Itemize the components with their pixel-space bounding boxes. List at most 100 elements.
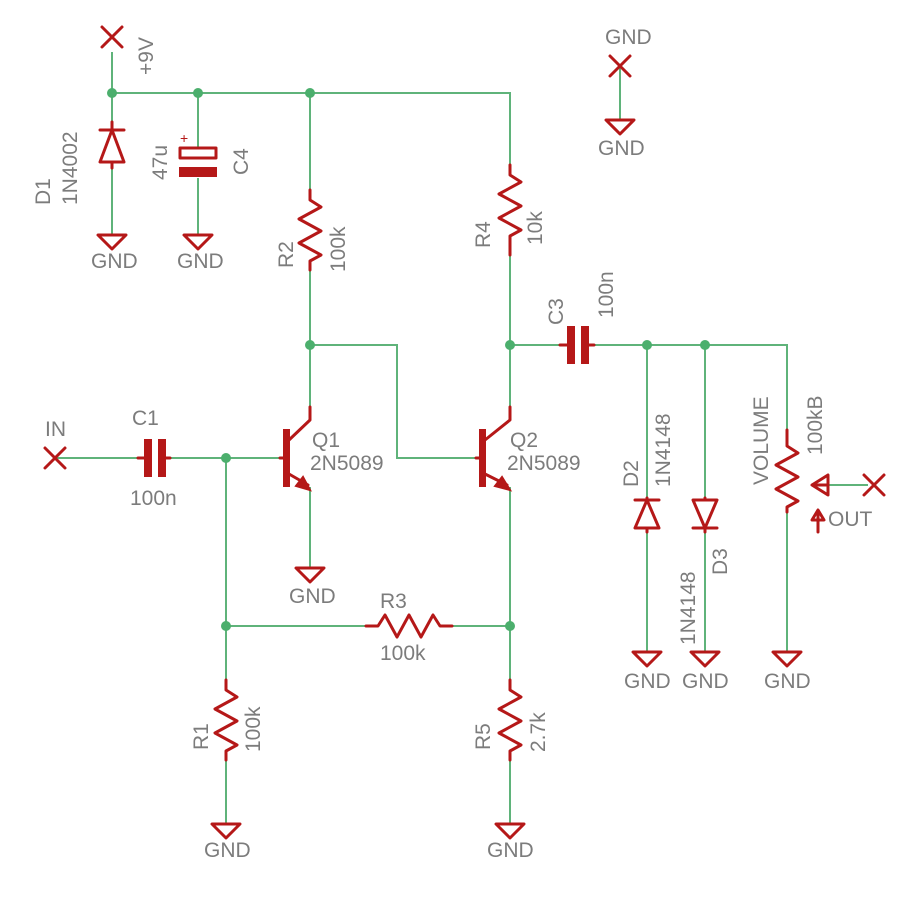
emitter-arrow-icon: [294, 475, 313, 492]
capacitor-plate: [144, 439, 152, 477]
port-x-marker: [608, 54, 632, 78]
capacitor-c3[interactable]: C3 100n: [545, 271, 618, 364]
capacitor-plate: [567, 326, 575, 364]
capacitor-plate: [158, 439, 166, 477]
transistor-q1[interactable]: Q1 2N5089: [278, 405, 384, 492]
component-value: 2N5089: [507, 452, 581, 475]
junction-dot: [221, 453, 231, 463]
junction-dot: [700, 340, 710, 350]
port-x-marker: [43, 446, 67, 470]
component-ref: C4: [230, 148, 253, 175]
component-ref: D2: [620, 460, 643, 487]
ground-icon: [771, 650, 803, 668]
component-value: 2N5089: [310, 452, 384, 475]
potentiometer-volume[interactable]: VOLUME 100kB: [750, 395, 830, 534]
potentiometer-icon: [774, 428, 800, 514]
component-ref: R2: [275, 241, 298, 268]
output-label: OUT: [828, 508, 873, 531]
component-value: 47u: [149, 145, 172, 180]
port-9v[interactable]: +9V: [100, 25, 158, 75]
component-value: 100n: [595, 271, 618, 318]
ground-icon: [631, 650, 663, 668]
diode-d1[interactable]: D1 1N4002: [32, 120, 126, 205]
resistor-icon: [213, 678, 239, 762]
junction-dot: [505, 621, 515, 631]
component-ref: VOLUME: [750, 396, 773, 485]
junction-dot: [193, 88, 203, 98]
adjust-arrow-icon: [810, 508, 826, 534]
polarity-mark: +: [180, 130, 188, 146]
component-value: 1N4148: [677, 571, 700, 645]
component-ref: C3: [545, 298, 568, 325]
resistor-r3[interactable]: R3 100k: [364, 590, 454, 665]
component-value: 100kB: [804, 395, 827, 455]
ground-icon: [494, 822, 526, 840]
component-ref: D3: [709, 548, 732, 575]
transistor-collector: [483, 405, 512, 442]
wire-q1c-to-q2b: [310, 344, 476, 459]
component-ref: D1: [32, 178, 55, 205]
resistor-icon: [497, 678, 523, 762]
transistor-base-bar: [283, 429, 290, 487]
port-output[interactable]: OUT: [828, 473, 886, 531]
capacitor-plate: [581, 326, 589, 364]
junction-dot: [642, 340, 652, 350]
diode-icon: [98, 120, 126, 170]
ground-icon: [182, 233, 214, 251]
junction-dot: [505, 340, 515, 350]
gnd-label: GND: [682, 670, 729, 693]
component-ref: R4: [472, 221, 495, 248]
component-ref: Q1: [312, 429, 340, 452]
junction-dot: [305, 88, 315, 98]
gnd-label: GND: [624, 670, 671, 693]
gnd-label: GND: [764, 670, 811, 693]
junction-dot: [107, 88, 117, 98]
gnd-label: GND: [289, 585, 336, 608]
port-x-marker: [100, 25, 124, 49]
capacitor-plate: [178, 146, 218, 160]
diode-d2[interactable]: D2 1N4148: [620, 413, 675, 534]
component-value: 2.7k: [527, 712, 550, 752]
component-value: 10k: [524, 211, 547, 245]
resistor-icon: [497, 163, 523, 257]
ground-icon: [294, 566, 326, 584]
component-value: 100k: [327, 226, 350, 272]
component-value: 100k: [380, 642, 426, 665]
junction-dot: [221, 621, 231, 631]
resistor-r2[interactable]: R2 100k: [275, 188, 350, 272]
gnd-label: GND: [91, 250, 138, 273]
junction-dot: [305, 340, 315, 350]
component-value: 100n: [130, 487, 177, 510]
capacitor-c4[interactable]: + 47u C4: [149, 130, 253, 180]
emitter-arrow-icon: [493, 475, 513, 492]
component-ref: R5: [472, 723, 495, 750]
junctions: [107, 88, 710, 631]
component-ref: R1: [190, 723, 213, 750]
ground-symbols: GND GND GND GND GND GND GND GND: [91, 233, 811, 862]
resistor-icon: [297, 188, 323, 272]
gnd-label: GND: [177, 250, 224, 273]
ground-icon: [210, 822, 242, 840]
resistor-r5[interactable]: R5 2.7k: [472, 678, 550, 762]
gnd-label: GND: [598, 137, 645, 160]
resistor-icon: [364, 613, 454, 639]
port-x-marker: [862, 473, 886, 497]
resistor-r4[interactable]: R4 10k: [472, 163, 547, 257]
gnd-label: GND: [487, 839, 534, 862]
component-ref: Q2: [510, 429, 538, 452]
transistor-base-bar: [479, 429, 486, 487]
ground-icon: [604, 118, 636, 136]
diode-d3[interactable]: 1N4148 D3: [677, 496, 732, 645]
capacitor-c1[interactable]: C1 100n: [130, 407, 177, 510]
port-input[interactable]: IN: [43, 418, 67, 470]
resistor-r1[interactable]: R1 100k: [190, 678, 265, 762]
component-ref: R3: [380, 590, 407, 613]
input-label: IN: [45, 418, 66, 441]
component-value: 1N4148: [652, 413, 675, 487]
component-ref: C1: [132, 407, 159, 430]
gnd-standalone: GND GND: [598, 26, 652, 160]
component-value: 1N4002: [59, 131, 82, 205]
transistor-q2[interactable]: Q2 2N5089: [474, 405, 581, 492]
transistor-collector: [287, 405, 312, 442]
